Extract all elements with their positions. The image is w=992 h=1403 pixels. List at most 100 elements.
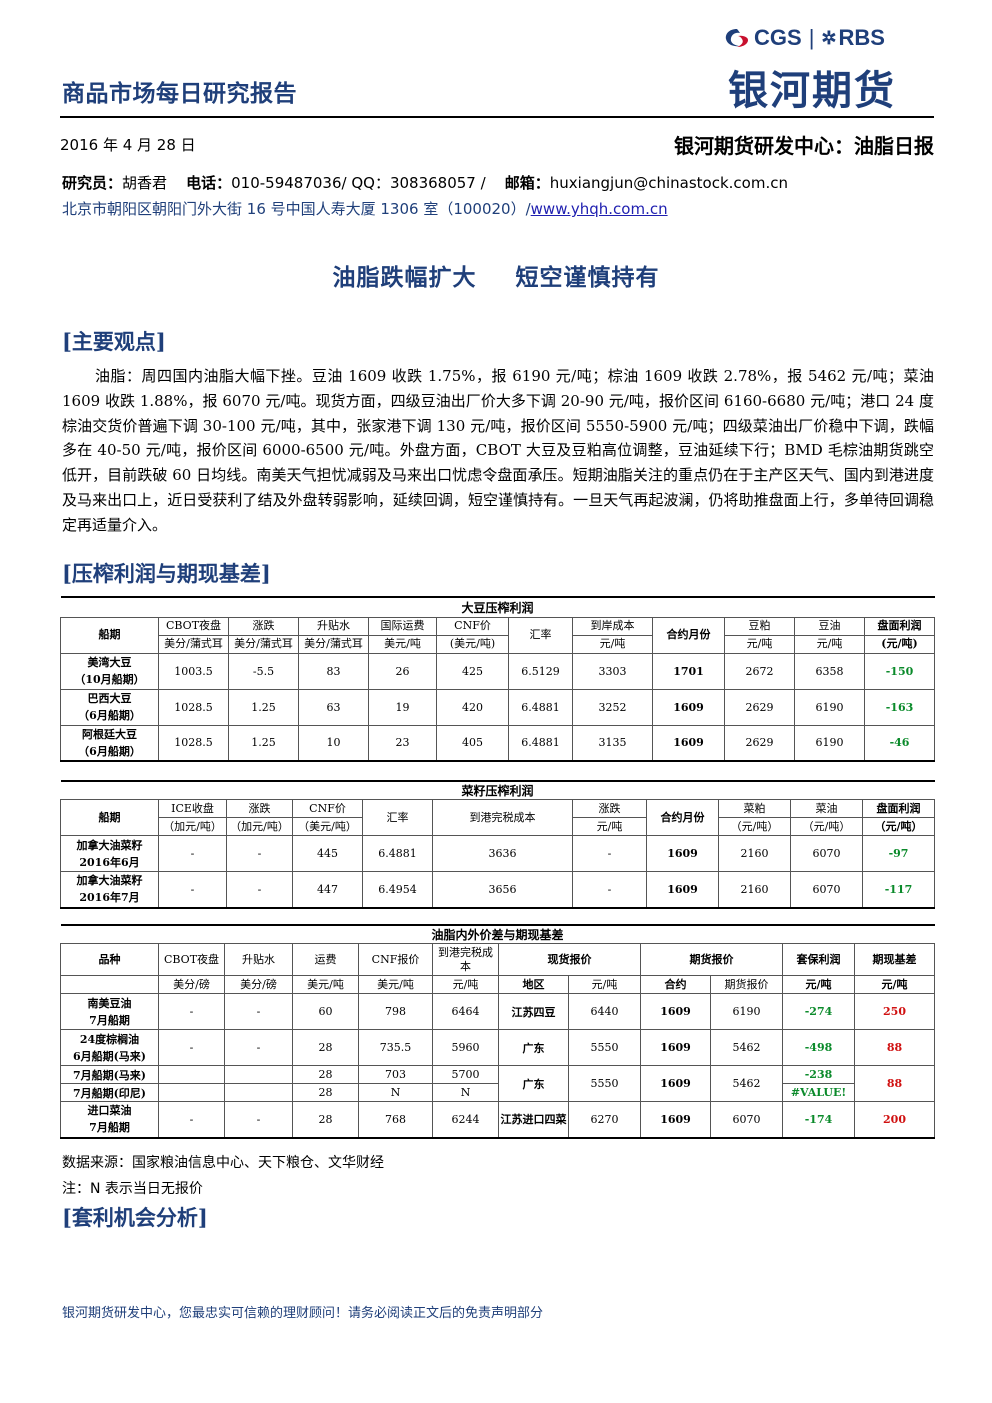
unit-cell: 美分/磅 xyxy=(158,975,225,994)
cell: 28 xyxy=(292,1065,359,1084)
cell: 60 xyxy=(292,993,359,1030)
cell: 5550 xyxy=(568,1029,641,1066)
cell: 6270 xyxy=(568,1101,641,1139)
cell: 6190 xyxy=(794,724,865,762)
cell: 19 xyxy=(368,688,437,726)
table-row: 阿根廷大豆（6月船期） 1028.5 1.25 10 23 405 6.4881… xyxy=(60,724,936,762)
header-cell: 豆油 xyxy=(794,616,865,636)
unit-cell: 期货报价 xyxy=(710,975,783,994)
unit-cell: （元/吨） xyxy=(718,817,791,836)
cell: 26 xyxy=(368,652,437,690)
cell: 5550 xyxy=(568,1065,641,1102)
cell: 3252 xyxy=(572,688,653,726)
cell: - xyxy=(224,1101,293,1139)
cell: 6.5129 xyxy=(508,652,573,690)
contact-line: 研究员：胡香君 电话：010-59487036/ QQ：308368057 / … xyxy=(62,172,788,193)
cell: 6464 xyxy=(432,993,499,1030)
header-cell: CNF价 xyxy=(436,616,509,636)
table-caption: 菜籽压榨利润 xyxy=(60,780,935,800)
cell: - xyxy=(224,1029,293,1066)
cell: 1609 xyxy=(640,1065,711,1102)
phone-number: 010-59487036/ QQ：308368057 / xyxy=(231,174,486,192)
unit-cell: 地区 xyxy=(498,975,569,994)
basis-cell: 200 xyxy=(853,1101,936,1139)
cell: 1.25 xyxy=(228,688,299,726)
header-rule xyxy=(60,116,934,118)
cell: 江苏进口四菜 xyxy=(498,1101,569,1139)
rbs-daisy-icon: ✲ xyxy=(821,27,837,48)
profit-cell: -238 xyxy=(782,1065,855,1084)
cell: -5.5 xyxy=(228,652,299,690)
table-caption: 油脂内外价差与期现基差 xyxy=(60,924,935,944)
header-cell: ICE收盘 xyxy=(158,799,227,818)
header-cell: 到岸成本 xyxy=(572,616,653,636)
unit-cell: 美分/磅 xyxy=(224,975,293,994)
cell: 1609 xyxy=(640,1101,711,1139)
cell: 6358 xyxy=(794,652,865,690)
cell: 6.4881 xyxy=(508,724,573,762)
header-cell: 到港完税成本 xyxy=(432,943,499,976)
header-cell: CNF报价 xyxy=(358,943,433,976)
cell: 10 xyxy=(298,724,369,762)
cell: 2160 xyxy=(718,835,791,872)
header-cell: 升贴水 xyxy=(224,943,293,976)
basis-cell: 88 xyxy=(853,1029,936,1066)
header-cell: 期现基差 xyxy=(853,943,936,976)
row-label: 美湾大豆（10月船期） xyxy=(60,652,159,690)
researcher-name: 胡香君 xyxy=(122,174,168,192)
logo-divider: | xyxy=(808,25,815,50)
unit-cell: 元/吨 xyxy=(432,975,499,994)
report-title: 商品市场每日研究报告 xyxy=(62,81,297,107)
main-paragraph: 油脂：周四国内油脂大幅下挫。豆油 1609 收跌 1.75%，报 6190 元/… xyxy=(62,367,934,534)
cell: 1028.5 xyxy=(158,724,229,762)
phone-label: 电话： xyxy=(186,174,232,192)
cell: 447 xyxy=(292,871,363,909)
report-date: 2016 年 4 月 28 日 xyxy=(60,136,196,154)
cell: 广东 xyxy=(498,1029,569,1066)
section-main-view: [主要观点] xyxy=(62,329,166,354)
header-cell: 盘面利润 xyxy=(863,616,936,636)
cell: 6070 xyxy=(710,1101,783,1139)
header-cell: 运费 xyxy=(292,943,359,976)
unit-cell: 合约 xyxy=(640,975,711,994)
table-row: 7月船期(马来) 28 703 5700 广东 5550 1609 5462 -… xyxy=(60,1065,936,1102)
header-cell: 汇率 xyxy=(362,799,433,836)
headline: 油脂跌幅扩大 短空谨慎持有 xyxy=(332,264,660,291)
cell: - xyxy=(226,871,293,909)
cell: 1609 xyxy=(640,993,711,1030)
basis-cell: 88 xyxy=(853,1065,936,1102)
unit-cell: （加元/吨） xyxy=(158,817,227,836)
cell: 5462 xyxy=(710,1065,783,1102)
research-center-name: 银河期货研发中心：油脂日报 xyxy=(674,134,934,158)
cell: 江苏四豆 xyxy=(498,993,569,1030)
cell: 798 xyxy=(358,993,433,1030)
website-link[interactable]: www.yhqh.com.cn xyxy=(530,200,668,218)
email-address[interactable]: huxiangjun@chinastock.com.cn xyxy=(549,174,788,192)
unit-cell: 元/吨 xyxy=(782,975,855,994)
cell: - xyxy=(158,1101,225,1139)
cell: 3656 xyxy=(432,871,573,909)
header-cell: 套保利润 xyxy=(782,943,855,976)
header-cell: CNF价 xyxy=(292,799,363,818)
profit-cell: -174 xyxy=(782,1101,855,1139)
header-cell: 国际运费 xyxy=(368,616,437,636)
unit-cell: 美元/吨 xyxy=(292,975,359,994)
cell: 2629 xyxy=(724,688,795,726)
cell: 2672 xyxy=(724,652,795,690)
row-label: 7月船期(印尼) xyxy=(60,1083,159,1102)
cell: - xyxy=(158,835,227,872)
header-cell: 盘面利润 xyxy=(862,799,935,818)
cell: - xyxy=(572,835,647,872)
cell: 3636 xyxy=(432,835,573,872)
profit-cell: -117 xyxy=(862,871,935,909)
cell: 6244 xyxy=(432,1101,499,1139)
table-row: 巴西大豆（6月船期） 1028.5 1.25 63 19 420 6.4881 … xyxy=(60,688,936,726)
company-name-logo: 银河期货 xyxy=(728,68,896,114)
cell: 6070 xyxy=(790,871,863,909)
cell: 5960 xyxy=(432,1029,499,1066)
cell: - xyxy=(226,835,293,872)
